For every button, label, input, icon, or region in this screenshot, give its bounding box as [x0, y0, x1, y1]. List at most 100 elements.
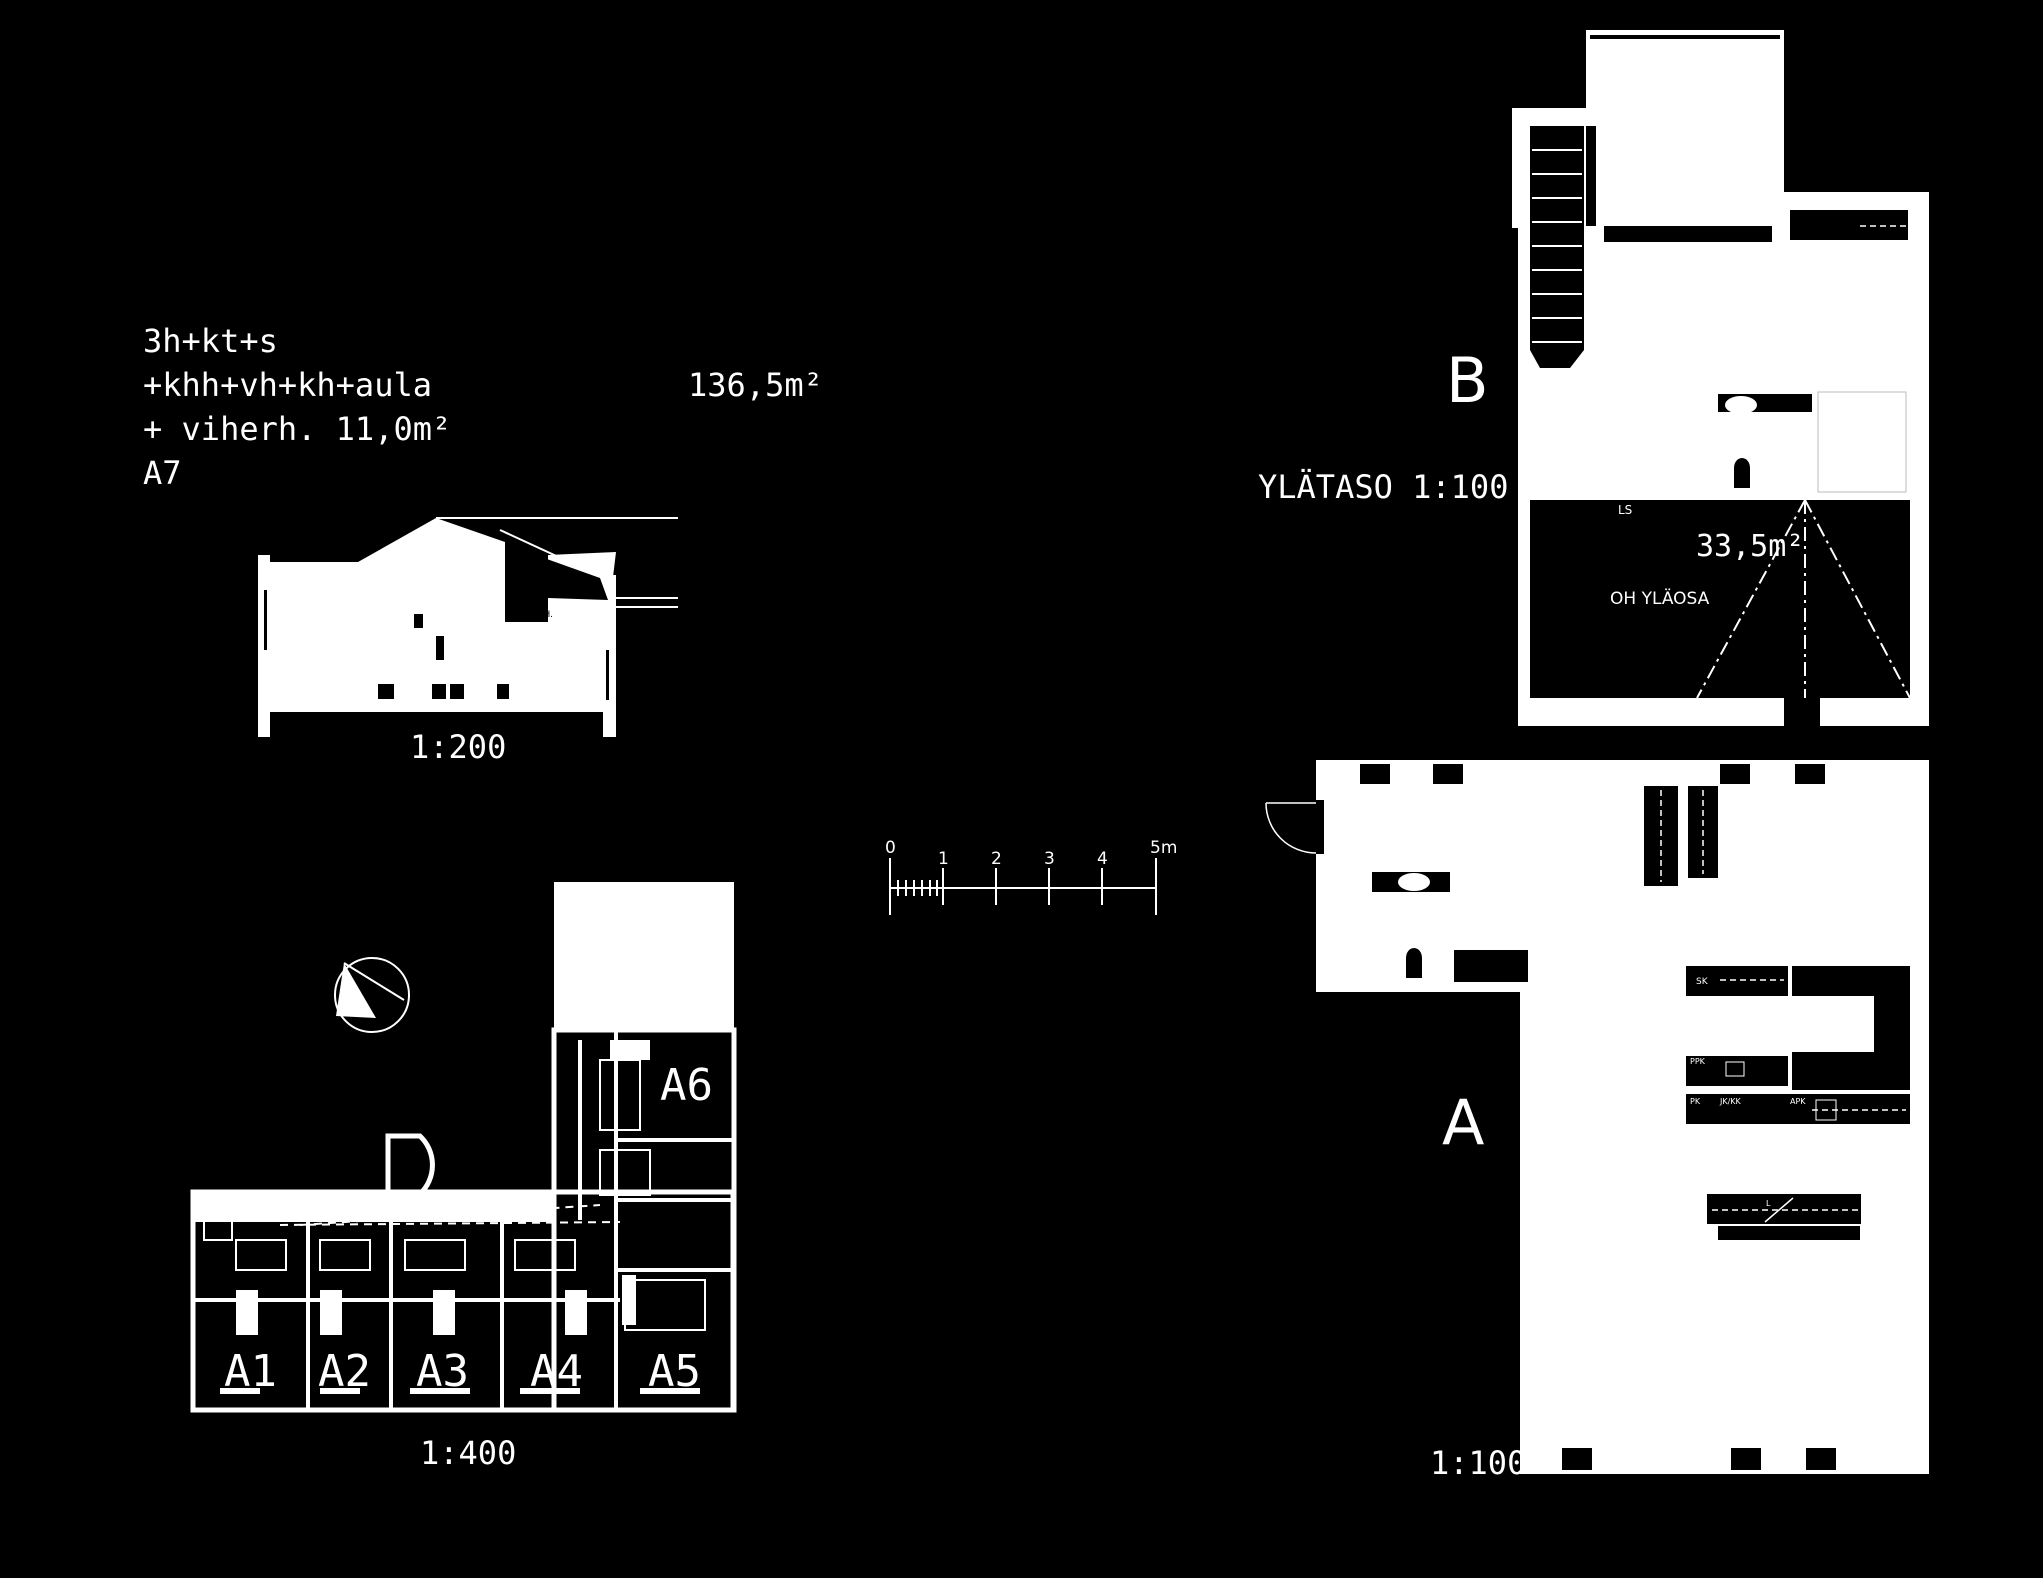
site-room	[619, 984, 671, 1026]
site-unit-label-a5: A5	[648, 1346, 701, 1397]
section-window	[264, 590, 267, 650]
kitchen-island	[1707, 1194, 1861, 1224]
upper-void-lines	[1696, 499, 1911, 699]
scale-tick-label: 1	[938, 849, 949, 869]
section-opening	[497, 684, 509, 699]
entry-door-icon[interactable]	[1265, 802, 1317, 854]
window-block	[1433, 764, 1463, 784]
kitchen-lower-row	[1686, 1094, 1910, 1124]
section-drawing: VIHERH. 1:200	[258, 517, 678, 766]
site-window	[520, 1388, 580, 1394]
site-stairs	[236, 1040, 650, 1335]
site-unit-label-a4: A4	[530, 1346, 583, 1397]
site-room	[235, 1239, 287, 1271]
upper-stair-treads	[1532, 149, 1582, 343]
toilet-icon	[1406, 948, 1422, 978]
island-diagonal	[1764, 1197, 1794, 1223]
stove-icon	[1815, 1099, 1837, 1121]
site-room	[599, 1059, 641, 1131]
viherh-space	[505, 544, 608, 622]
window-block	[1562, 1448, 1592, 1470]
upper-floor-letter: B	[1446, 344, 1489, 417]
window-block	[1795, 764, 1825, 784]
lower-appliance-block	[1454, 950, 1528, 982]
void-label: OH YLÄOSA	[1610, 588, 1710, 609]
section-opening	[432, 684, 446, 699]
site-courtyard	[554, 882, 734, 1032]
scale-tick-label: 4	[1097, 849, 1108, 869]
lower-window-blocks	[1360, 764, 1836, 1470]
upper-shower-area	[1817, 391, 1907, 493]
window-block	[1720, 764, 1750, 784]
kitchen-upper-row	[1686, 966, 1788, 996]
scale-tick-label: 2	[991, 849, 1002, 869]
upper-railing	[1586, 126, 1596, 226]
upper-area-label: 33,5m²	[1696, 529, 1804, 564]
section-window	[606, 650, 609, 700]
site-room	[514, 1239, 576, 1271]
scale-bar-ticks	[889, 858, 1157, 915]
upper-floor-title: YLÄTASO 1:100	[1258, 468, 1508, 506]
entry-door-frame	[1316, 800, 1324, 854]
site-room	[319, 1239, 371, 1271]
scale-tick-label: 3	[1044, 849, 1055, 869]
site-unit-label-a1: A1	[224, 1346, 277, 1397]
north-arrow-pointer	[336, 963, 376, 1018]
site-unit-walls	[193, 1030, 734, 1410]
site-stair	[320, 1290, 342, 1335]
sink-icon	[1725, 1061, 1745, 1077]
site-interior-lines	[203, 984, 706, 1331]
lower-floor-scale: 1:100	[1430, 1444, 1526, 1482]
site-stair	[565, 1290, 587, 1335]
site-scale-label: 1:400	[420, 1434, 516, 1472]
void-line	[1696, 499, 1806, 699]
site-room	[203, 1199, 233, 1241]
apartment-info: 3h+kt+s +khh+vh+kh+aula + viherh. 11,0m²…	[143, 322, 823, 492]
window-block	[1360, 764, 1390, 784]
toilet-icon	[1734, 458, 1750, 488]
ls-label: LS	[1618, 503, 1632, 517]
program-line-1: 3h+kt+s	[143, 322, 278, 360]
window-block	[1806, 1448, 1836, 1470]
sink-icon	[1398, 873, 1430, 891]
site-window	[640, 1388, 700, 1394]
site-facade-windows	[220, 1388, 700, 1394]
sink-icon	[1725, 396, 1757, 414]
site-round-porch	[385, 1133, 435, 1197]
site-stair	[622, 1275, 636, 1325]
upper-roof-window	[1590, 35, 1780, 39]
void-line	[1804, 499, 1911, 699]
upper-void	[1530, 500, 1910, 698]
lower-floor-letter: A	[1442, 1086, 1484, 1159]
site-unit-label-a3: A3	[416, 1346, 469, 1397]
area-total-label: 136,5m²	[688, 366, 823, 404]
section-body	[262, 518, 616, 712]
program-line-2: +khh+vh+kh+aula	[143, 366, 432, 404]
site-stair	[236, 1290, 258, 1335]
scale-tick-label: 0	[885, 838, 896, 858]
north-arrow-line	[343, 962, 405, 1001]
tag-apk: APK	[1790, 1097, 1806, 1106]
kitchen-middle-row	[1686, 1056, 1788, 1086]
lower-floor-outline	[1316, 760, 1929, 1474]
north-arrow-circle	[334, 957, 410, 1033]
unit-id-label: A7	[143, 454, 182, 492]
north-arrow-icon	[334, 957, 410, 1033]
section-opening	[378, 684, 394, 699]
window-block	[1731, 1448, 1761, 1470]
program-line-3: + viherh. 11,0m²	[143, 410, 451, 448]
upper-wardrobe	[1790, 210, 1908, 240]
site-window	[410, 1388, 470, 1394]
site-plan: A1 A2 A3 A4 A5 A6 1:400	[190, 882, 737, 1472]
site-window	[220, 1388, 260, 1394]
section-opening	[450, 684, 464, 699]
tag-l: L	[1766, 1199, 1771, 1208]
lower-floor-plan: SK PPK PK JK/KK APK L A 1:100	[1265, 760, 1929, 1482]
tag-jk-kk: JK/KK	[1719, 1097, 1742, 1106]
section-glass-roof	[499, 529, 613, 599]
tag-sk: SK	[1696, 977, 1709, 987]
viherh-label: VIHERH.	[516, 610, 553, 620]
site-unit-label-a6: A6	[660, 1060, 713, 1111]
tag-ppk: PPK	[1690, 1057, 1706, 1066]
scale-bar: 0 1 2 3 4 5m	[885, 838, 1177, 915]
